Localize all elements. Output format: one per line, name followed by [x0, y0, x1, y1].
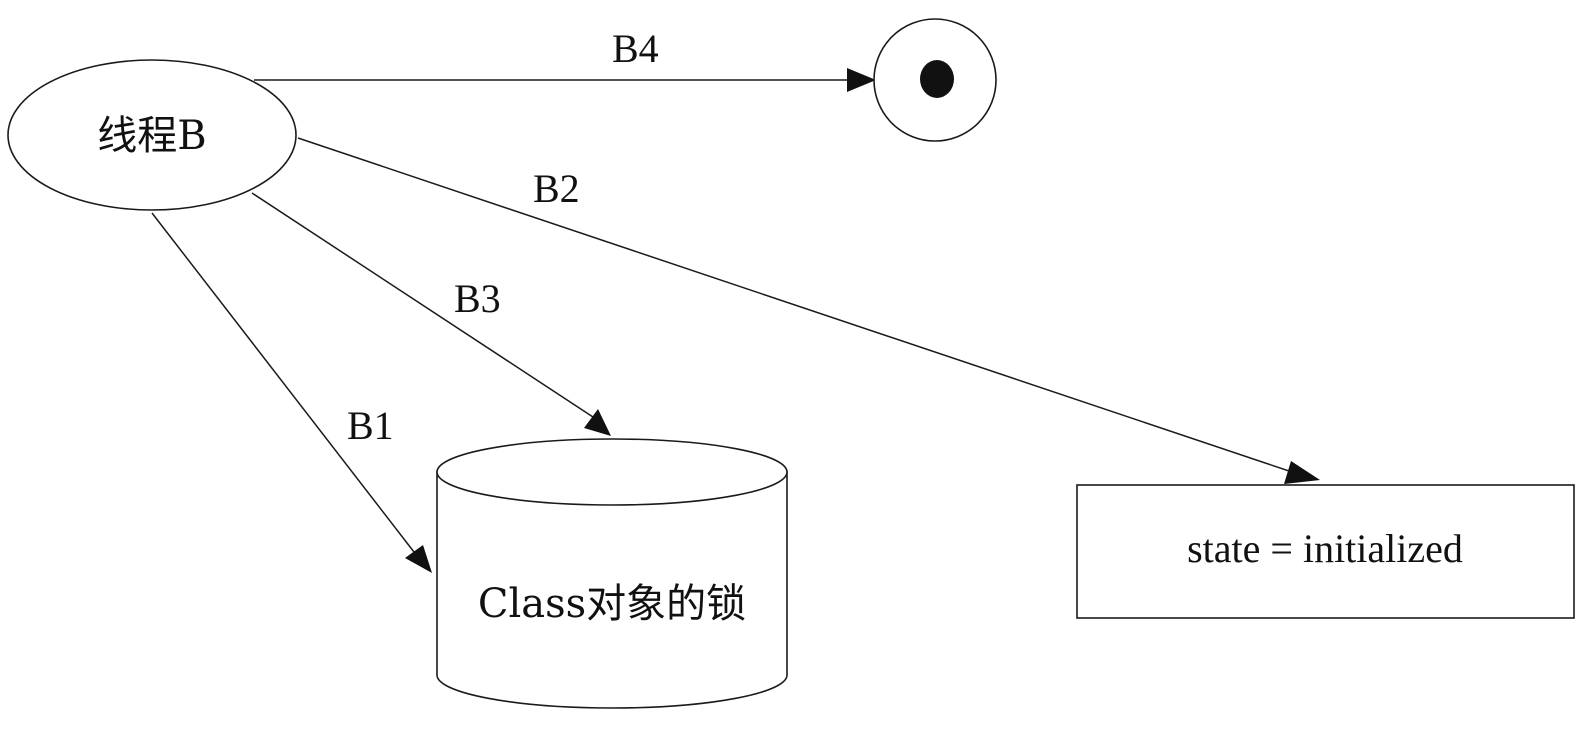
edge-b2-label: B2	[533, 166, 580, 211]
edge-b1: B1	[151, 212, 432, 573]
state-box-label: state = initialized	[1187, 526, 1463, 571]
edge-b1-label: B1	[347, 403, 394, 448]
node-end-state	[873, 18, 997, 142]
edge-b3-label: B3	[454, 276, 501, 321]
node-state-box: state = initialized	[1076, 484, 1575, 619]
edge-b2-line	[297, 137, 1293, 473]
end-state-inner-dot	[920, 60, 954, 98]
edge-b3-line	[251, 192, 594, 418]
node-class-lock: Class对象的锁	[436, 438, 788, 709]
edge-b4: B4	[254, 26, 876, 92]
class-lock-cylinder-top	[436, 438, 788, 506]
node-thread-b: 线程B	[7, 59, 297, 211]
thread-b-ellipse	[7, 59, 297, 211]
edge-b4-arrowhead	[847, 68, 876, 92]
edge-b1-arrowhead	[405, 545, 432, 573]
edge-b2: B2	[297, 137, 1320, 484]
edge-b3: B3	[251, 192, 611, 436]
thread-b-label: 线程B	[97, 113, 206, 159]
state-box-rect	[1076, 484, 1575, 619]
edge-b2-arrowhead	[1284, 461, 1320, 484]
edge-b3-arrowhead	[584, 409, 611, 436]
class-lock-label: Class对象的锁	[478, 581, 746, 627]
class-lock-cylinder-body	[436, 471, 788, 709]
edge-b1-line	[151, 212, 415, 553]
edge-b4-label: B4	[612, 26, 659, 71]
